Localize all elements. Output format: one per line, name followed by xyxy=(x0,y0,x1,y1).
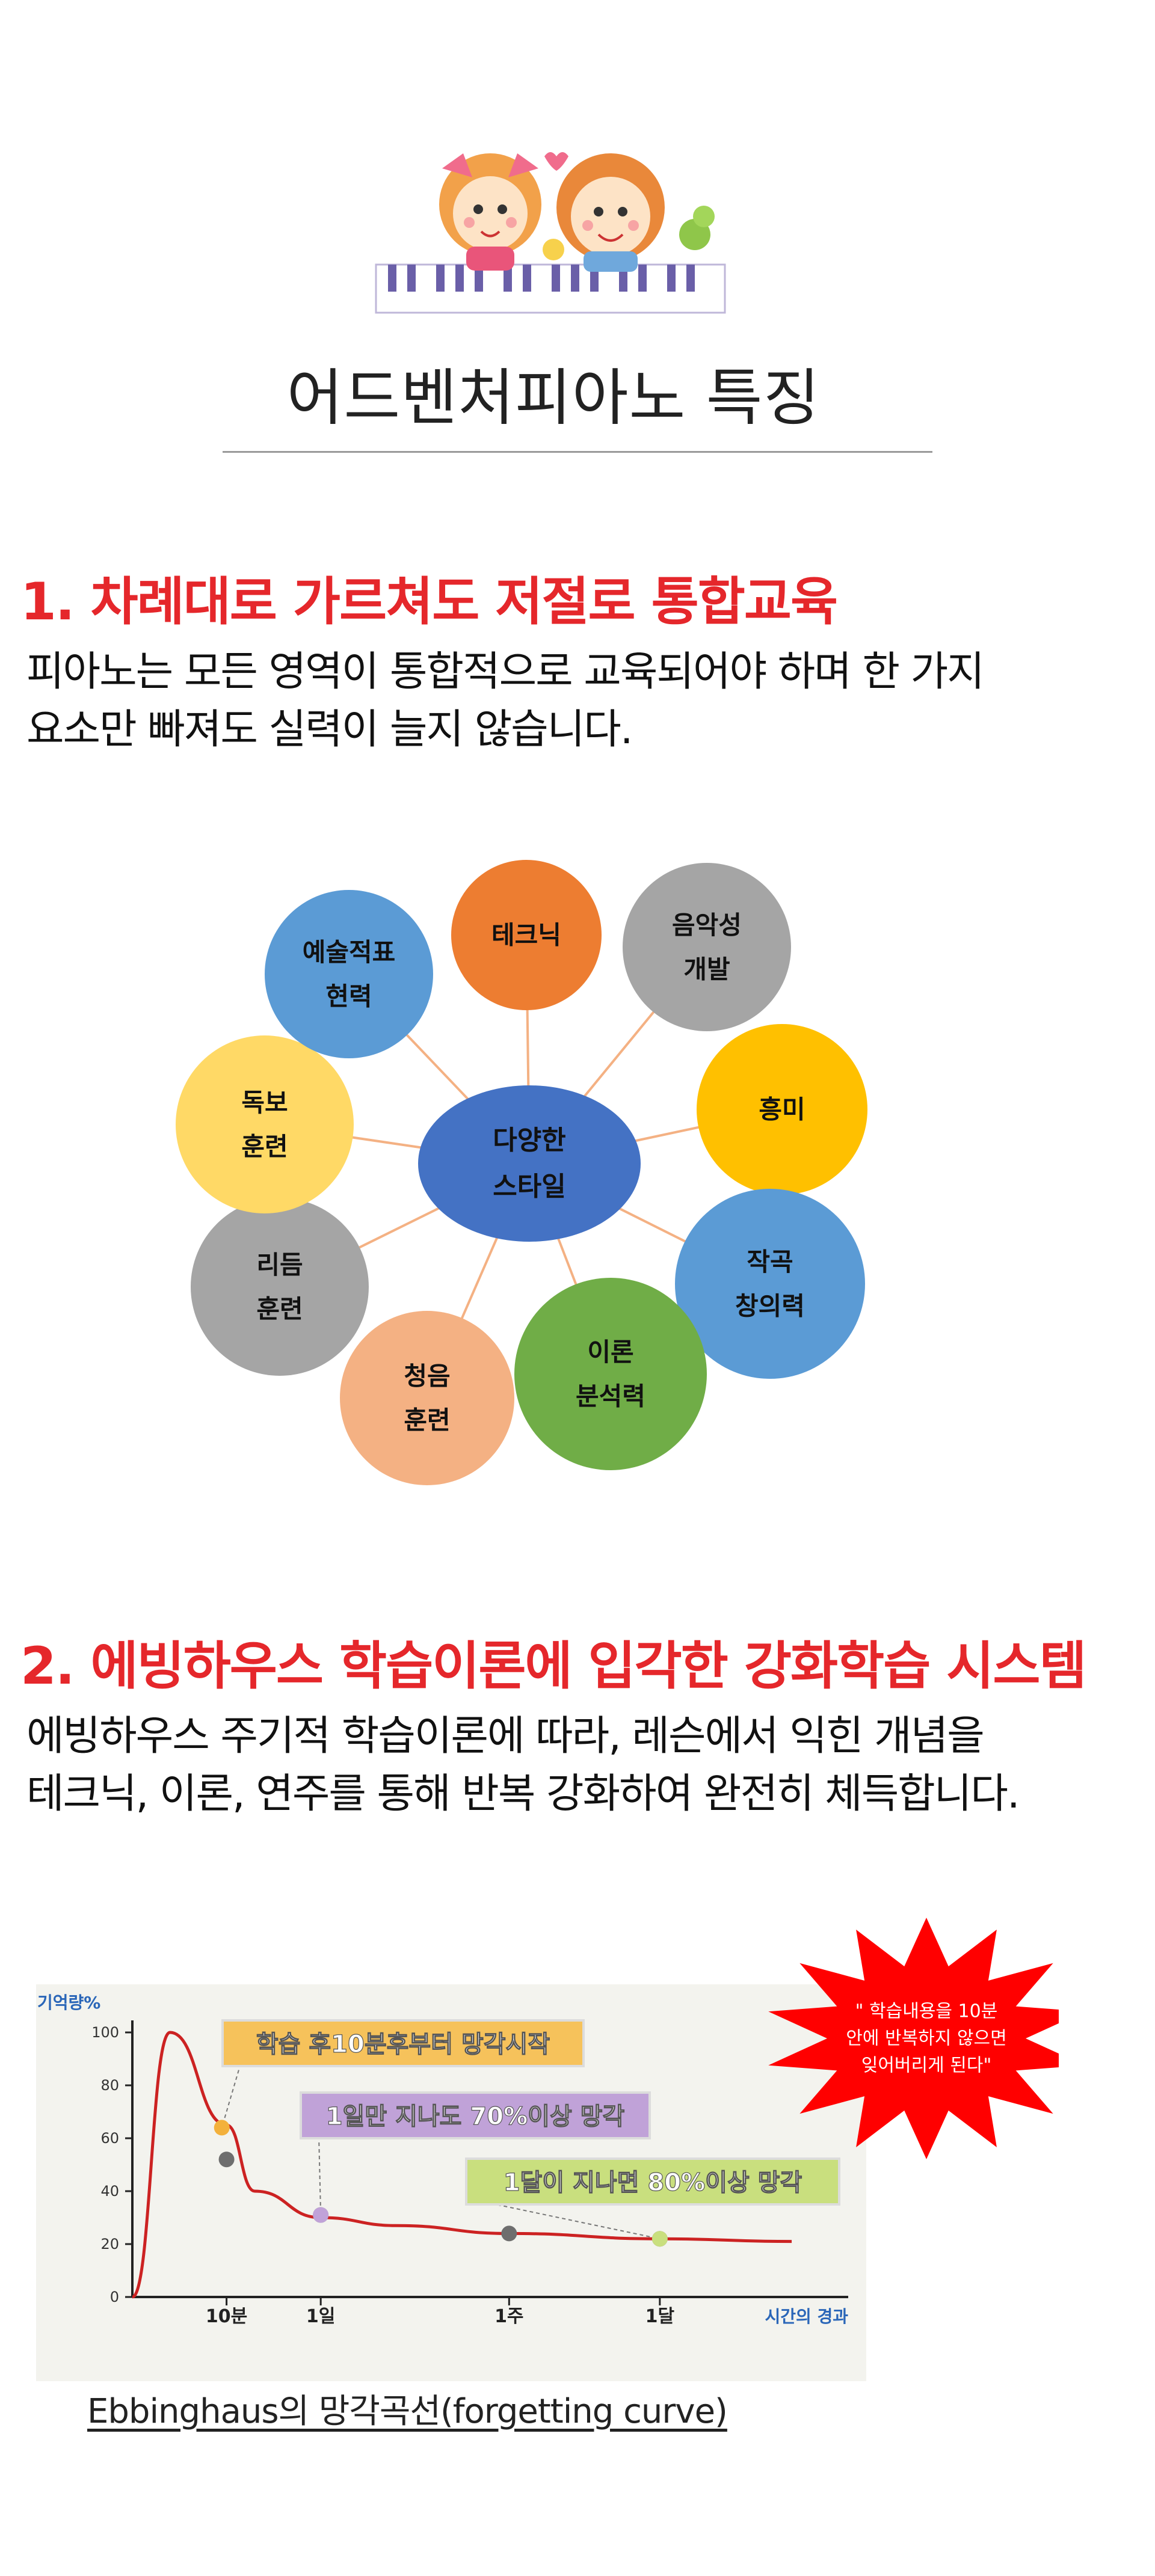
mindmap-node-label: 훈련 xyxy=(256,1294,303,1323)
forgetting-curve-line xyxy=(131,2031,792,2299)
forgetting-curve-chart: 0 20 40 60 80 100 기억량% 10분 1일 1주 1달 시간의 경과 학습 후10분후… xyxy=(36,1918,1059,2381)
curve-point xyxy=(501,2225,517,2242)
starburst-shape xyxy=(768,1918,1059,2159)
mindmap-node-label: 이론 xyxy=(587,1337,633,1367)
section1-body-line: 피아노는 모든 영역이 통합적으로 교육되어야 하며 한 가지 xyxy=(26,648,985,696)
y-tick-label: 100 xyxy=(91,2024,119,2041)
kids-piano-illustration xyxy=(375,152,726,314)
mindmap-node-label: 테크닉 xyxy=(491,921,561,950)
section1-body-line: 요소만 빠져도 실력이 늘지 않습니다. xyxy=(26,706,633,753)
annotation-dot xyxy=(214,2120,230,2136)
annotation-label: 학습 후10분후부터 망각시작 xyxy=(256,2031,550,2058)
curve-point xyxy=(218,2151,235,2168)
annotation-leader xyxy=(221,2063,241,2128)
page-title: 어드벤처피아노 특징 xyxy=(286,363,821,434)
annotation-label: 1일만 지나도 70%이상 망각 xyxy=(326,2103,625,2130)
annotation-box xyxy=(465,2157,840,2206)
annotation-box xyxy=(300,2091,651,2139)
y-tick-label: 20 xyxy=(100,2236,119,2252)
annotation-leader xyxy=(484,2201,661,2240)
chart-caption: Ebbinghaus의 망각곡선(forgetting curve) xyxy=(87,2392,728,2431)
curve-annotation: 1달이 지나면 80%이상 망각 xyxy=(465,2157,840,2247)
section2-body: 에빙하우스 주기적 학습이론에 따라, 레슨에서 익힌 개념을 테크닉, 이론,… xyxy=(26,1708,1020,1823)
mindmap-node-circle xyxy=(675,1189,865,1379)
mindmap-node-circle xyxy=(176,1035,354,1213)
starburst-text: " 학습내용을 10분 xyxy=(855,2001,998,2022)
x-tick-label: 1일 xyxy=(306,2306,335,2327)
starburst-text: 안에 반복하지 않으면 xyxy=(846,2028,1006,2049)
mindmap-node-label: 훈련 xyxy=(241,1132,288,1161)
mindmap-node-label: 독보 xyxy=(241,1088,288,1117)
section2-heading: 2. 에빙하우스 학습이론에 입각한 강화학습 시스템 xyxy=(20,1636,1087,1696)
curve-annotation: 학습 후10분후부터 망각시작 xyxy=(214,2019,585,2136)
mindmap-node-label: 청음 xyxy=(404,1361,450,1391)
x-tick-label: 10분 xyxy=(206,2306,247,2327)
mindmap-node-label: 작곡 xyxy=(747,1247,793,1277)
mindmap-node-label: 음악성 xyxy=(672,910,742,940)
curve-annotation: 1일만 지나도 70%이상 망각 xyxy=(300,2091,651,2223)
y-tick-label: 80 xyxy=(100,2077,119,2094)
mindmap-node-label: 예술적표 xyxy=(303,937,396,967)
title-divider xyxy=(223,451,932,453)
mindmap-center-label: 다양한 xyxy=(493,1125,565,1156)
mindmap-node-circle xyxy=(340,1311,514,1485)
mindmap-center-ellipse xyxy=(418,1085,641,1242)
annotation-label: 1달이 지나면 80%이상 망각 xyxy=(504,2169,802,2197)
annotation-dot xyxy=(651,2231,668,2247)
annotation-box xyxy=(221,2019,585,2067)
mindmap-node-circle xyxy=(623,863,791,1031)
mindmap-node-label: 흥미 xyxy=(759,1095,805,1124)
mindmap-node-label: 훈련 xyxy=(404,1405,450,1435)
mindmap-node-label: 창의력 xyxy=(735,1291,805,1320)
mindmap-node-circle xyxy=(514,1278,707,1470)
y-tick-label: 0 xyxy=(110,2289,119,2305)
starburst-text: 잊어버리게 된다" xyxy=(861,2055,992,2076)
mindmap-node-label: 현력 xyxy=(325,981,372,1011)
mindmap-node-label: 개발 xyxy=(683,954,730,984)
mindmap-node: 흥미 xyxy=(697,1024,867,1195)
section2-body-line: 테크닉, 이론, 연주를 통해 반복 강화하여 완전히 체득합니다. xyxy=(26,1770,1020,1818)
x-tick-label: 1주 xyxy=(494,2306,523,2327)
section1-heading: 1. 차례대로 가르쳐도 저절로 통합교육 xyxy=(20,572,838,632)
mindmap-node-label: 리듬 xyxy=(256,1250,303,1280)
y-tick-label: 40 xyxy=(100,2183,119,2200)
y-axis-label: 기억량% xyxy=(37,1993,100,2013)
y-tick-label: 60 xyxy=(100,2130,119,2147)
section1-body: 피아노는 모든 영역이 통합적으로 교육되어야 하며 한 가지 요소만 빠져도 … xyxy=(26,643,985,759)
mindmap-node-label: 분석력 xyxy=(576,1381,645,1411)
x-axis-label: 시간의 경과 xyxy=(765,2307,848,2326)
mindmap-node-circle xyxy=(697,1024,867,1195)
mindmap-center-label: 스타일 xyxy=(493,1171,565,1202)
mindmap-node-circle xyxy=(191,1198,369,1376)
annotation-dot xyxy=(313,2207,329,2223)
mindmap-node-circle xyxy=(451,860,602,1010)
section2-body-line: 에빙하우스 주기적 학습이론에 따라, 레슨에서 익힌 개념을 xyxy=(26,1713,985,1760)
mindmap-node-circle xyxy=(265,890,433,1058)
mindmap-node: 테크닉 xyxy=(451,860,602,1010)
x-tick-label: 1달 xyxy=(645,2306,675,2327)
